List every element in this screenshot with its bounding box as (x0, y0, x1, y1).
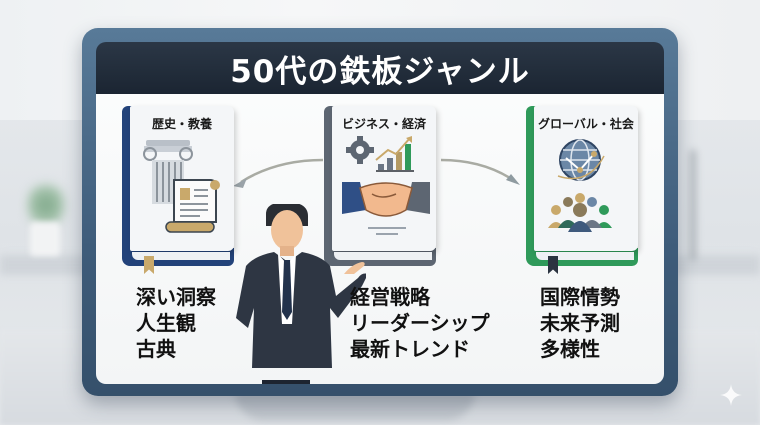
list-item: 深い洞察 (136, 285, 216, 309)
handshake-icon (342, 182, 430, 235)
book-spine (526, 106, 536, 266)
book-label: グローバル・社会 (538, 117, 634, 131)
list-item: 国際情勢 (540, 285, 620, 309)
history-topic-list: 深い洞察 人生観 古典 (136, 284, 216, 362)
globe-network-icon (557, 139, 605, 181)
list-item: 多様性 (540, 337, 600, 361)
book-spine (324, 106, 334, 266)
background-plant (28, 180, 64, 230)
business-icons (342, 136, 430, 235)
background-lamp (690, 150, 730, 260)
scroll-icon (165, 179, 220, 233)
page-title: 50代の鉄板ジャンル (230, 53, 530, 90)
book-label: ビジネス・経済 (341, 117, 426, 131)
sparkle-icon (720, 384, 742, 406)
business-topic-list: 経営戦略 リーダーシップ 最新トレンド (350, 284, 490, 362)
book-global-society: グローバル・社会 (526, 106, 638, 274)
column-scroll-icon (143, 140, 220, 233)
title-bar: 50代の鉄板ジャンル (96, 42, 664, 94)
background-plant-pot (30, 222, 60, 256)
growth-chart-icon (375, 136, 414, 172)
list-item: 経営戦略 (350, 285, 430, 309)
global-icons (548, 139, 612, 232)
book-pages (334, 252, 432, 260)
list-item: 古典 (136, 337, 176, 361)
book-pages (536, 252, 634, 260)
book-label: 歴史・教養 (151, 117, 212, 131)
businessman-illustration (236, 204, 366, 384)
book-cover (332, 106, 436, 251)
bookmark-ribbon-icon (144, 256, 154, 274)
book-pages (132, 252, 230, 260)
global-topic-list: 国際情勢 未来予測 多様性 (540, 284, 620, 362)
list-item: 最新トレンド (350, 337, 470, 361)
list-item: リーダーシップ (350, 311, 490, 335)
arrow-left-icon (233, 158, 324, 188)
gear-icon (346, 136, 374, 164)
arrow-right-icon (440, 158, 520, 185)
people-group-icon (548, 193, 612, 232)
list-item: 人生観 (136, 311, 196, 335)
book-spine (122, 106, 132, 266)
content-panel: 歴史・教養 (96, 94, 664, 384)
bookmark-ribbon-icon (548, 256, 558, 274)
monitor-stand (235, 392, 475, 420)
list-item: 未来予測 (540, 311, 620, 335)
book-history-culture: 歴史・教養 (122, 106, 234, 274)
book-business-economy: ビジネス・経済 (324, 106, 436, 266)
